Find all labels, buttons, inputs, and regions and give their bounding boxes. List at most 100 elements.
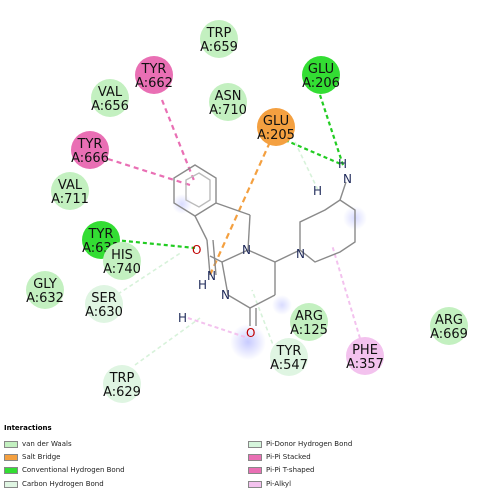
- legend-item-pialkyl: Pi-Alkyl: [248, 480, 291, 488]
- legend-item-hbond: Conventional Hydrogen Bond: [4, 466, 125, 474]
- legend-item-salt: Salt Bridge: [4, 453, 60, 461]
- atom-n1: N: [343, 172, 352, 186]
- residue-name: VAL: [98, 85, 123, 100]
- legend-item-vdw: van der Waals: [4, 440, 72, 448]
- carbon-line-3: [134, 317, 201, 366]
- residue-name: HIS: [111, 248, 133, 263]
- carbon-line-1: [294, 141, 319, 191]
- residue-name: GLU: [308, 62, 334, 77]
- residue-disk: [257, 108, 295, 146]
- residue-name: PHE: [352, 343, 378, 358]
- residue-number: A:205: [257, 128, 295, 143]
- residue-disk: [430, 307, 468, 345]
- residue-number: A:666: [71, 151, 109, 166]
- legend-item-carbon: Carbon Hydrogen Bond: [4, 480, 104, 488]
- residue-disk: [26, 271, 64, 309]
- pipi-line-tyr662: [160, 99, 197, 184]
- legend-item-pidonor: Pi-Donor Hydrogen Bond: [248, 440, 352, 448]
- residue-name: ASN: [215, 89, 242, 104]
- residue-name: TYR: [77, 137, 103, 152]
- legend-swatch: [4, 480, 18, 488]
- pialkyl-line-phe357: [331, 244, 363, 346]
- legend-label: Pi-Alkyl: [266, 480, 292, 488]
- atom-o2: O: [246, 326, 255, 340]
- residue-number: A:710: [209, 103, 247, 118]
- residue-name: ARG: [295, 309, 323, 324]
- legend-label: Salt Bridge: [22, 453, 61, 461]
- hbond-line-glu205: [284, 138, 344, 167]
- residue-number: A:711: [51, 192, 89, 207]
- residue-name: SER: [91, 291, 117, 306]
- legend-swatch: [4, 466, 18, 474]
- atom-n2: N: [296, 247, 305, 261]
- residue-number: A:357: [346, 357, 384, 372]
- residue-number: A:669: [430, 327, 468, 342]
- residue-name: TRP: [109, 371, 135, 386]
- residue-disk: [135, 56, 173, 94]
- ligand-structure: [173, 164, 356, 326]
- atom-h3: H: [198, 278, 207, 292]
- solvent-glows: [172, 194, 367, 360]
- atom-n5: N: [221, 288, 230, 302]
- legend-label: Carbon Hydrogen Bond: [22, 480, 104, 488]
- residue-name: GLY: [33, 277, 57, 292]
- residue-disk: [290, 303, 328, 341]
- legend-label: Pi-Pi T-shaped: [266, 466, 315, 474]
- residue-name: TRP: [206, 26, 232, 41]
- legend-swatch: [248, 440, 262, 448]
- legend-item-pitshaped: Pi-Pi T-shaped: [248, 466, 315, 474]
- residue-disk: [270, 338, 308, 376]
- residue-disk: [51, 172, 89, 210]
- residue-name: ARG: [435, 313, 463, 328]
- residue-name: TYR: [88, 227, 114, 242]
- residue-number: A:659: [200, 40, 238, 55]
- residue-number: A:547: [270, 358, 308, 373]
- residue-disk: [209, 83, 247, 121]
- atom-h4: H: [178, 311, 187, 325]
- legend-label: Conventional Hydrogen Bond: [22, 466, 125, 474]
- carbon-line-4: [251, 289, 276, 351]
- residue-disk: [302, 56, 340, 94]
- atom-h1: H: [338, 157, 347, 171]
- residue-name: TYR: [141, 62, 167, 77]
- residue-number: A:656: [91, 99, 129, 114]
- residue-layer: TRPA:659TYRA:662GLUA:206VALA:656ASNA:710…: [26, 20, 468, 403]
- atom-h2: H: [313, 184, 322, 198]
- legend-swatch: [248, 480, 262, 488]
- atom-n3: N: [242, 243, 251, 257]
- residue-number: A:629: [103, 385, 141, 400]
- atom-o1: O: [192, 243, 201, 257]
- residue-name: GLU: [263, 114, 289, 129]
- legend-label: Pi-Pi Stacked: [266, 453, 311, 461]
- residue-disk: [346, 337, 384, 375]
- residue-disk: [85, 285, 123, 323]
- residue-disk: [71, 131, 109, 169]
- residue-number: A:632: [26, 291, 64, 306]
- residue-name: TYR: [276, 344, 302, 359]
- legend-swatch: [248, 466, 262, 474]
- residue-disk: [200, 20, 238, 58]
- legend-swatch: [248, 453, 262, 461]
- residue-number: A:630: [85, 305, 123, 320]
- ligand-atoms: H N H N N O N H N H O: [178, 157, 352, 340]
- residue-number: A:206: [302, 76, 340, 91]
- pipi-line-tyr666: [107, 157, 191, 187]
- residue-number: A:740: [103, 262, 141, 277]
- hbond-line-glu206: [318, 94, 345, 166]
